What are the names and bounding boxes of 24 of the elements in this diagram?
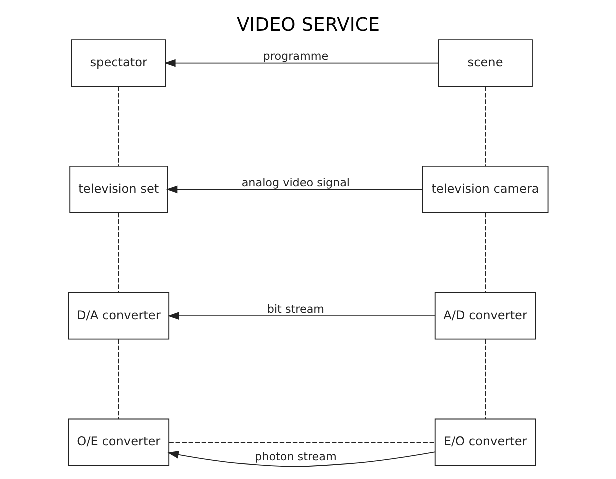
node-box: A/D converter — [434, 292, 536, 340]
diagram-title: VIDEO SERVICE — [236, 14, 380, 36]
connector — [118, 86, 119, 167]
node-box: television set — [69, 166, 168, 214]
connector — [484, 86, 486, 167]
connector — [118, 338, 119, 420]
arrow — [167, 451, 436, 468]
edge-label: programme — [262, 50, 328, 64]
connector — [484, 338, 486, 420]
edge-label: photon stream — [254, 450, 336, 464]
edge-label: bit stream — [266, 302, 324, 316]
arrow — [166, 186, 423, 194]
node-box: O/E converter — [68, 418, 170, 466]
node-box: E/O converter — [434, 418, 536, 466]
node-box: television camera — [422, 166, 548, 214]
connector — [168, 442, 436, 443]
node-box: D/A converter — [68, 292, 170, 340]
connector — [118, 212, 119, 294]
node-box: spectator — [71, 40, 166, 87]
connector — [484, 212, 486, 294]
edge-label: analog video signal — [241, 176, 350, 190]
arrow — [164, 59, 438, 68]
arrow — [168, 312, 436, 320]
node-box: scene — [438, 40, 532, 87]
